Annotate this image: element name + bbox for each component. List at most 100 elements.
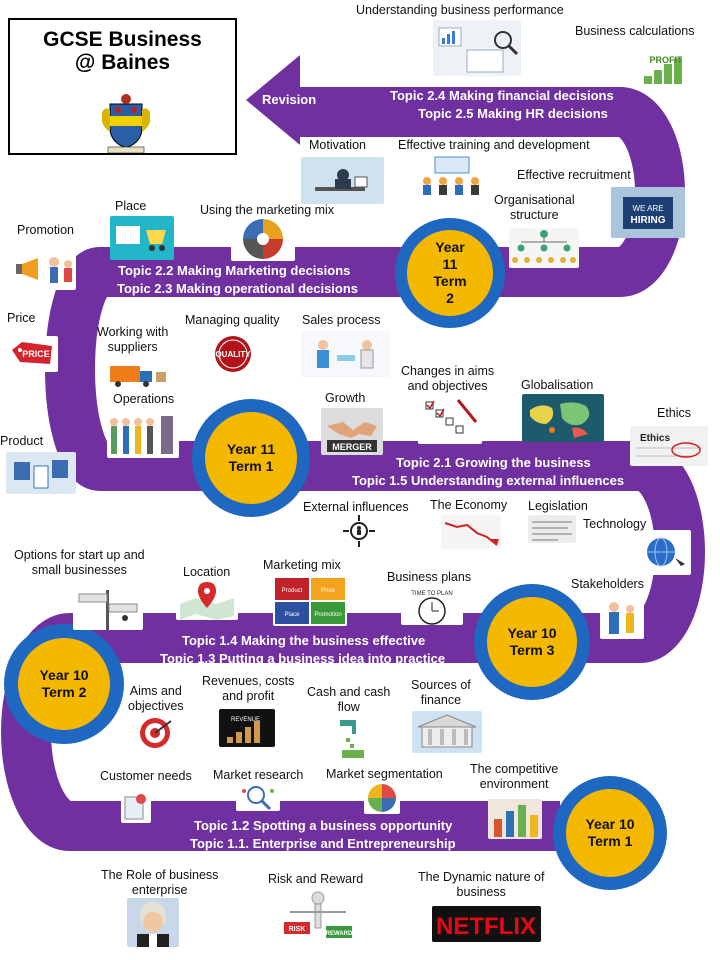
badge-text: 2 <box>446 290 454 306</box>
label-globalisation: Globalisation <box>521 378 594 392</box>
label-line: and profit <box>222 689 275 703</box>
label-technology: Technology <box>583 517 647 531</box>
sales-process-image <box>301 331 391 377</box>
label-market-research: Market research <box>213 768 304 782</box>
label-line: Sources of <box>411 678 471 692</box>
cash-flow-image <box>336 716 370 760</box>
label-using-mix: Using the marketing mix <box>200 203 335 217</box>
technology-globe-image <box>641 530 691 575</box>
merger-image: MERGER <box>321 408 383 455</box>
badge-text: Year 10 <box>585 816 635 832</box>
title-line-1: GCSE Business <box>43 28 202 51</box>
stakeholders-image <box>600 597 644 639</box>
label-growth: Growth <box>325 391 366 405</box>
topic-2-3: Topic 2.3 Making operational decisions <box>117 281 359 296</box>
promotion-image <box>12 250 76 290</box>
marketing-mix-grid-image: Product Price Place Promotion <box>273 576 347 626</box>
netflix-logo-image: NETFLIX <box>432 906 541 942</box>
label-managing-quality: Managing quality <box>185 313 280 327</box>
ethics-image: Ethics <box>630 426 708 466</box>
badge-text: Term 1 <box>587 833 633 849</box>
badge-year-10-term-2: Year 10 Term 2 <box>4 624 124 744</box>
external-influences-icon <box>340 512 378 550</box>
mix-cell-price: Price <box>321 588 335 594</box>
badge-text: 11 <box>442 256 458 272</box>
market-research-image <box>236 783 280 811</box>
bank-building-image <box>412 711 482 753</box>
hiring-image: WE ARE HIRING <box>611 187 685 238</box>
label-line: and objectives <box>407 379 488 393</box>
label-org-structure: Organisational structure <box>494 193 575 223</box>
mix-cell-place: Place <box>284 612 300 618</box>
label-line: Organisational <box>494 193 575 207</box>
target-image <box>135 715 175 751</box>
operations-image <box>107 412 179 458</box>
badge-text: Term 2 <box>41 684 87 700</box>
label-line: flow <box>337 700 360 714</box>
label-aims-objectives: Aims and objectives <box>128 684 184 714</box>
label-sales-process: Sales process <box>302 313 381 327</box>
label-line: Changes in aims <box>401 364 495 378</box>
title-line-2: @ Baines <box>74 51 171 74</box>
economy-chart-image <box>441 515 501 549</box>
reward-text: REWARD <box>326 931 353 937</box>
location-map-image <box>176 578 238 620</box>
label-sources-finance: Sources of finance <box>411 678 471 708</box>
label-line: The competitive <box>470 762 559 776</box>
profit-text: PROFIT <box>650 55 684 65</box>
risk-text: RISK <box>289 926 306 933</box>
badge-text: Year <box>435 239 465 255</box>
label-risk-reward: Risk and Reward <box>268 872 364 886</box>
topic-2-2: Topic 2.2 Making Marketing decisions <box>118 263 351 278</box>
title-box: GCSE Business @ Baines <box>8 18 237 155</box>
topic-2-1: Topic 2.1 Growing the business <box>396 455 591 470</box>
label-product: Product <box>0 434 44 448</box>
mix-cell-product: Product <box>282 588 303 594</box>
badge-text: Year 10 <box>507 625 557 641</box>
label-location: Location <box>183 565 231 579</box>
label-line: suppliers <box>107 340 158 354</box>
label-line: Aims and <box>129 684 182 698</box>
quality-text: QUALITY <box>215 350 251 359</box>
badge-year-10-term-3: Year 10 Term 3 <box>474 584 590 700</box>
badge-text: Year 11 <box>226 441 276 457</box>
topic-2-5: Topic 2.5 Making HR decisions <box>418 106 608 121</box>
revenue-image: REVENUE <box>219 709 275 747</box>
label-dynamic-nature: The Dynamic nature of business <box>418 870 544 900</box>
label-competitive: The competitive environment <box>470 762 558 792</box>
label-understanding-performance: Understanding business performance <box>356 3 564 17</box>
hiring-text-2: HIRING <box>631 215 666 226</box>
time-to-plan-image: TIME TO PLAN <box>401 587 463 625</box>
quality-seal-image: QUALITY <box>209 333 257 375</box>
label-price: Price <box>7 311 36 325</box>
label-line: small businesses <box>31 563 127 577</box>
motivation-image <box>301 157 384 204</box>
label-marketing-mix: Marketing mix <box>263 558 341 572</box>
label-line: Revenues, costs <box>202 674 295 688</box>
label-business-calculations: Business calculations <box>575 24 695 38</box>
revision-label: Revision <box>262 92 317 107</box>
label-legislation: Legislation <box>528 499 588 513</box>
label-options-startup: Options for start up and small businesse… <box>14 548 145 578</box>
page-title: GCSE Business @ Baines <box>10 28 235 74</box>
label-line: business <box>456 885 506 899</box>
place-image <box>110 216 174 260</box>
badge-year-10-term-1: Year 10 Term 1 <box>553 776 667 890</box>
label-role-enterprise: The Role of business enterprise <box>101 868 218 898</box>
label-economy: The Economy <box>430 498 508 512</box>
label-external-influences: External influences <box>303 500 409 514</box>
road-row-2 <box>45 247 705 663</box>
org-chart-image <box>509 228 579 268</box>
label-ethics: Ethics <box>657 406 692 420</box>
label-line: environment <box>479 777 549 791</box>
topic-1-3: Topic 1.3 Putting a business idea into p… <box>160 651 446 666</box>
performance-image <box>433 20 521 76</box>
topic-1-5: Topic 1.5 Understanding external influen… <box>352 473 625 488</box>
label-operations: Operations <box>113 392 175 406</box>
label-line: Cash and cash <box>307 685 391 699</box>
ethics-image-text: Ethics <box>640 433 670 444</box>
label-recruitment: Effective recruitment <box>517 168 631 182</box>
label-training: Effective training and development <box>398 138 590 152</box>
competitive-image <box>488 799 542 839</box>
badge-year-11-term-1: Year 11 Term 1 <box>192 399 310 517</box>
